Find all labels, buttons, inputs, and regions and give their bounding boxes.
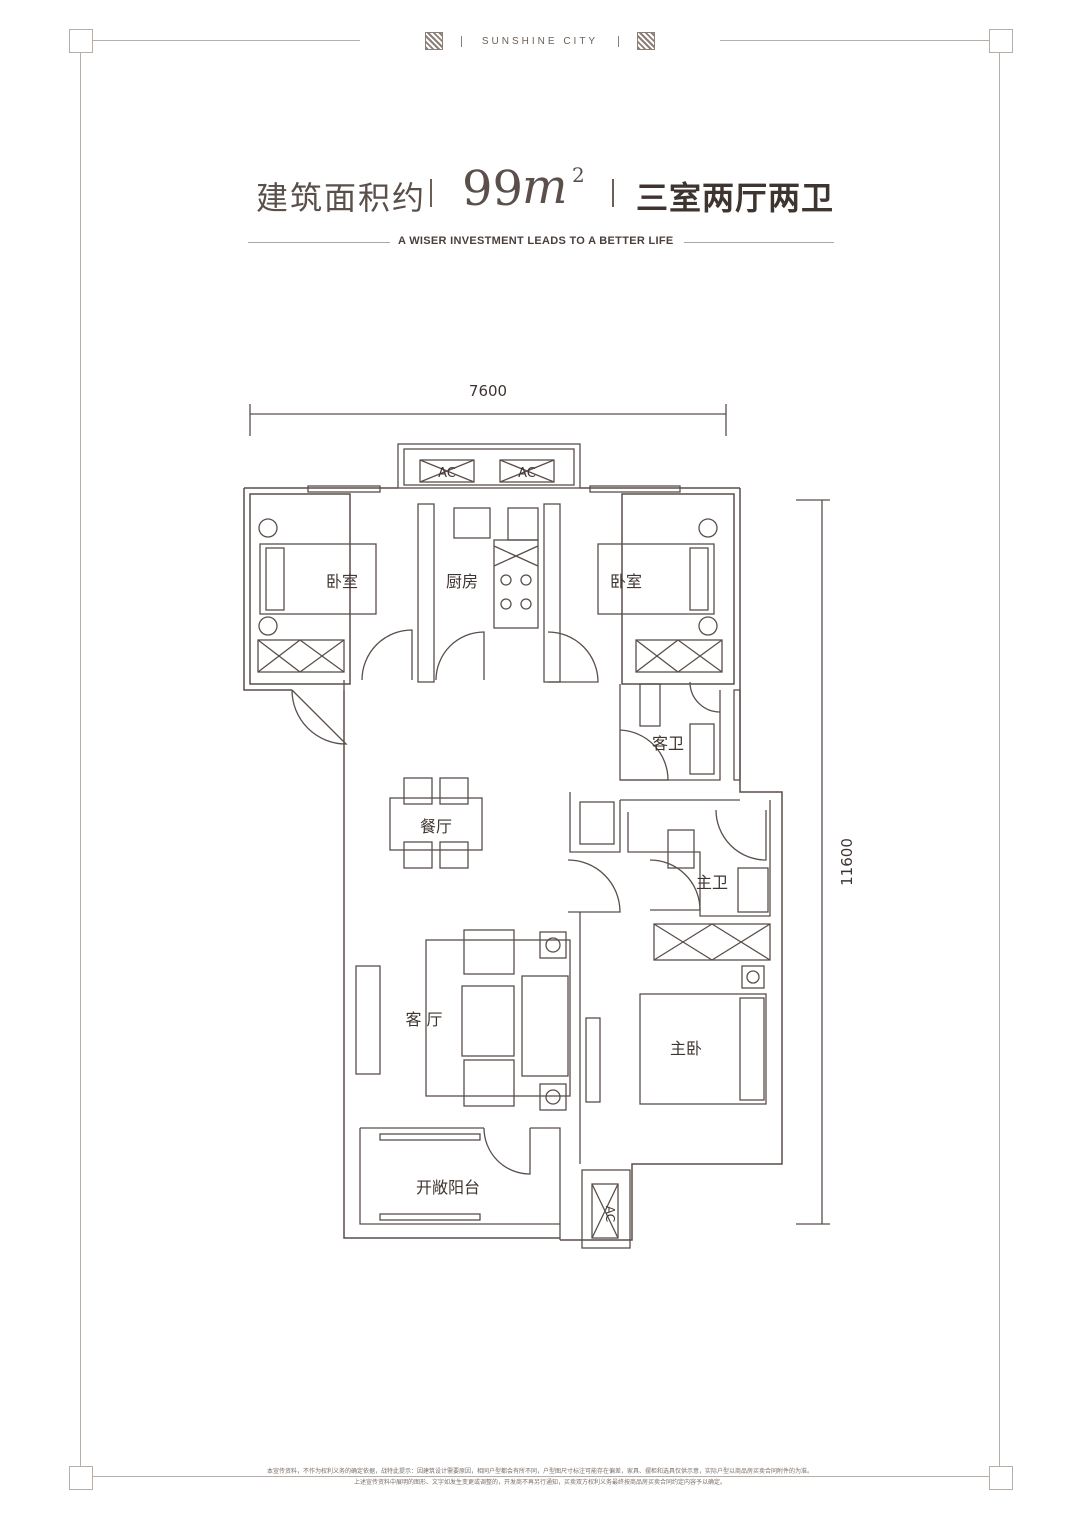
frame-corner: [69, 29, 93, 53]
room-label-bedroom-right: 卧室: [610, 572, 642, 591]
width-dimension: 7600: [469, 382, 507, 400]
exterior-walls: [243, 487, 783, 1241]
room-label-bedroom-left: 卧室: [326, 572, 358, 591]
frame-corner: [69, 1466, 93, 1490]
living-furniture: [355, 929, 571, 1111]
room-label-balcony: 开敞阳台: [416, 1178, 480, 1197]
room-label-guest-bath: 客卫: [652, 734, 684, 753]
slogan-rule-left: [248, 242, 390, 243]
slogan-row: A WISER INVESTMENT LEADS TO A BETTER LIF…: [0, 232, 1080, 254]
brand-name: SUNSHINE CITY: [460, 35, 620, 47]
brand-logo-icon: [424, 32, 443, 50]
ac-label: AC: [603, 1206, 617, 1222]
master-wardrobe: [653, 923, 771, 989]
width-dimension-line: [249, 404, 727, 436]
ac-label: AC: [438, 466, 456, 481]
frame-corner: [989, 1466, 1013, 1490]
room-label-living: 客 厅: [405, 1010, 442, 1029]
brand-bar: SUNSHINE CITY: [360, 30, 720, 52]
slogan-text: A WISER INVESTMENT LEADS TO A BETTER LIF…: [398, 235, 674, 247]
room-label-master-bath: 主卫: [696, 873, 728, 892]
dining-table: [389, 777, 483, 869]
depth-dimension-line: [796, 499, 830, 1225]
depth-dimension: 11600: [838, 838, 856, 886]
room-label-master-bedroom: 主卧: [670, 1039, 702, 1058]
brand-logo-icon: [637, 32, 656, 50]
title-row: 建筑面积约 99 m 2 三室两厅两卫: [0, 159, 1080, 225]
disclaimer-line: 本宣传资料，不作为权利义务的确定依据，战特此提示：因建筑设计需要原因，相同户型都…: [266, 1468, 813, 1475]
bedroom-left-furniture: [257, 518, 377, 673]
area-unit-superscript: 2: [572, 163, 585, 187]
bedroom-right-furniture: [597, 518, 723, 673]
frame-corner: [989, 29, 1013, 53]
ac-unit-top: [397, 443, 581, 489]
interior-walls: [343, 503, 771, 1240]
room-label-dining: 餐厅: [420, 817, 452, 836]
master-bed: [585, 993, 767, 1105]
area-label: 建筑面积约: [256, 179, 427, 217]
ac-label: AC: [518, 466, 536, 481]
title-separator: [430, 179, 432, 207]
area-value: 99: [462, 161, 524, 217]
room-label-kitchen: 厨房: [446, 572, 478, 591]
guest-bath-fixtures: [639, 683, 715, 775]
master-bath-fixtures: [579, 801, 769, 913]
slogan-rule-right: [684, 242, 834, 243]
kitchen-counters: [453, 507, 539, 629]
layout-type: 三室两厅两卫: [636, 179, 835, 217]
disclaimer: 本宣传资料，不作为权利义务的确定依据，战特此提示：因建筑设计需要原因，相同户型都…: [160, 1466, 920, 1488]
area-unit: m: [522, 159, 568, 215]
title-separator: [612, 179, 614, 207]
windows: [307, 485, 741, 1221]
ac-unit-bottom: [581, 1169, 631, 1249]
disclaimer-line: 上述宣传资料中展明的图形、文字如发生变更或调整的，开发商不再另行通知，买卖双方权…: [353, 1479, 726, 1486]
doors: [291, 629, 767, 1175]
